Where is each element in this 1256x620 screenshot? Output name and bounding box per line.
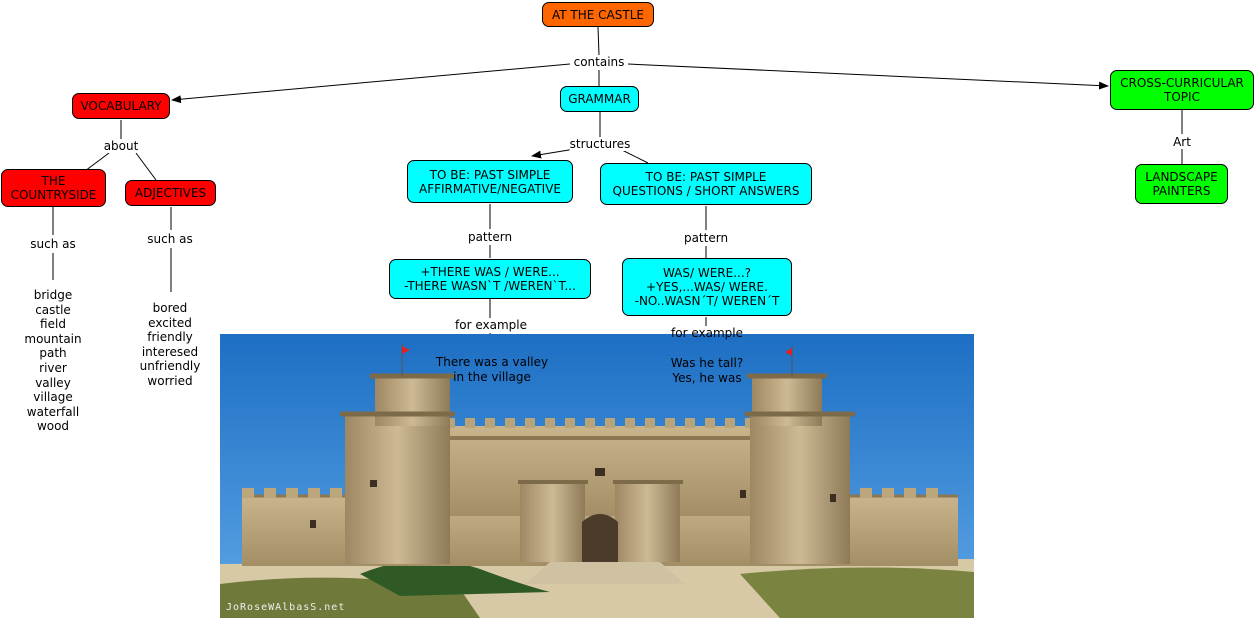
list-item: bored: [152, 301, 188, 315]
list-item: unfriendly: [139, 359, 201, 374]
link-such-as-countryside: such as: [30, 237, 76, 251]
link-such-as-adjectives: such as: [147, 232, 193, 246]
countryside-node[interactable]: THE COUNTRYSIDE: [1, 169, 106, 207]
cross-curricular-node[interactable]: CROSS-CURRICULAR TOPIC: [1110, 70, 1254, 110]
list-item: bridge: [33, 288, 73, 302]
link-pattern-questions: pattern: [683, 231, 729, 245]
link-about: about: [103, 139, 139, 153]
list-item: wood: [36, 419, 70, 434]
list-item: friendly: [147, 330, 193, 345]
link-for-example-questions: for example: [671, 326, 743, 340]
pattern-questions-node[interactable]: WAS/ WERE...? +YES,...WAS/ WERE. -NO..WA…: [622, 258, 792, 316]
list-item: excited: [148, 315, 192, 330]
list-item: mountain: [24, 331, 82, 346]
example-affirmative: There was a valley in the village: [435, 355, 549, 384]
list-item: river: [39, 360, 67, 375]
example-questions: Was he tall? Yes, he was: [670, 356, 744, 385]
list-item: village: [33, 390, 73, 405]
adjectives-node[interactable]: ADJECTIVES: [125, 180, 216, 206]
vocabulary-node[interactable]: VOCABULARY: [72, 93, 170, 119]
link-art: Art: [1173, 135, 1191, 149]
pattern-affirmative-node[interactable]: +THERE WAS / WERE... -THERE WASN`T /WERE…: [389, 259, 591, 299]
list-item: valley: [35, 375, 71, 390]
adjective-word-list: bored excited friendly interesed unfrien…: [140, 301, 201, 389]
root-node[interactable]: AT THE CASTLE: [542, 2, 654, 27]
link-pattern-affirmative: pattern: [467, 230, 513, 244]
list-item: field: [40, 317, 66, 332]
watermark: JoRoseWAlbasS.net: [226, 602, 346, 613]
link-structures: structures: [569, 137, 631, 151]
past-simple-affirmative-node[interactable]: TO BE: PAST SIMPLE AFFIRMATIVE/NEGATIVE: [407, 160, 573, 203]
list-item: castle: [35, 302, 71, 317]
list-item: path: [39, 346, 67, 361]
list-item: waterfall: [26, 404, 80, 419]
list-item: worried: [147, 373, 193, 388]
list-item: interesed: [141, 344, 199, 359]
castle-photo: [220, 334, 974, 618]
link-contains: contains: [573, 55, 625, 69]
landscape-painters-node[interactable]: LANDSCAPE PAINTERS: [1135, 164, 1228, 204]
grammar-node[interactable]: GRAMMAR: [560, 86, 639, 112]
countryside-word-list: bridge castle field mountain path river …: [24, 288, 81, 434]
link-for-example-affirmative: for example: [455, 318, 527, 332]
past-simple-questions-node[interactable]: TO BE: PAST SIMPLE QUESTIONS / SHORT ANS…: [600, 163, 812, 205]
